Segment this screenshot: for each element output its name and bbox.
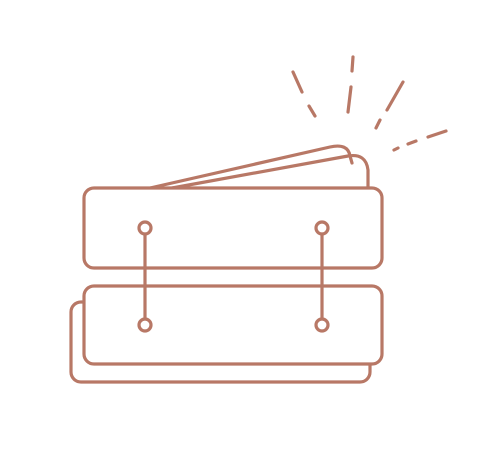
rivet-top-left [137,220,153,236]
rivet-top-right [314,220,330,236]
lid-flaps [148,144,370,190]
rivets [137,220,330,333]
sparkle-ray [426,129,448,139]
rivet-bottom-left [137,317,153,333]
sparkle-burst-icon [291,55,448,152]
connector-rods [143,233,324,320]
sparkle-ray [291,70,304,94]
top-box [82,186,384,270]
lid-flap-back [148,144,354,190]
sparkle-ray [350,55,355,73]
rivet-bottom-right [314,317,330,333]
sparkle-ray [385,80,405,112]
sparkle-ray [392,146,400,152]
sparkle-ray [307,104,317,118]
sparkle-ray [406,139,418,146]
lid-flap-front [170,153,370,190]
bottom-box [82,284,384,366]
sparkle-ray [346,85,353,114]
sparkle-ray [374,118,382,130]
